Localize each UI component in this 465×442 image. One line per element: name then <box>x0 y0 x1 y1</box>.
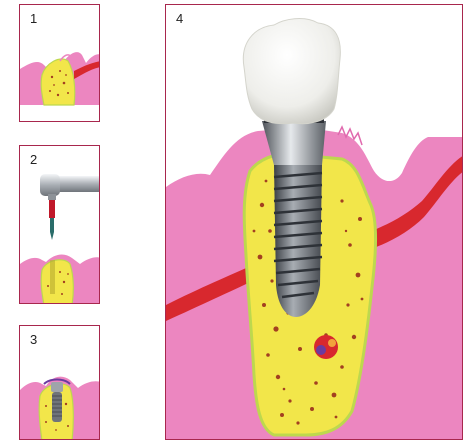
step-2-number: 2 <box>30 152 37 167</box>
step-1-number: 1 <box>30 11 37 26</box>
step-2-panel: 2 <box>19 145 100 304</box>
drill-bit-icon <box>49 200 55 240</box>
step-4-panel: 4 <box>165 4 463 440</box>
step-2-illustration <box>20 146 100 304</box>
implant-screw-icon <box>51 382 63 422</box>
step-3-number: 3 <box>30 332 37 347</box>
nerve-canal-icon <box>314 335 338 359</box>
step-3-panel: 3 <box>19 325 100 440</box>
crown-icon <box>243 19 340 124</box>
step-4-illustration <box>166 5 463 440</box>
drill-handpiece-icon <box>40 174 100 200</box>
step-1-panel: 1 <box>19 4 100 122</box>
implant-screw-icon <box>274 165 322 317</box>
step-4-number: 4 <box>176 11 183 26</box>
